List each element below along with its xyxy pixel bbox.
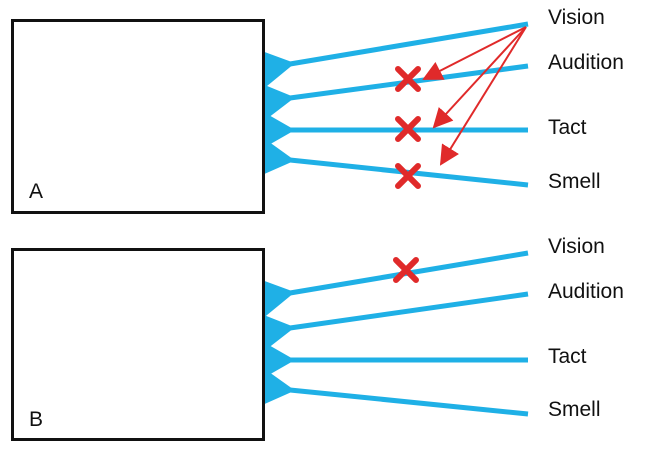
panel-b-sense-label-audition: Audition (548, 280, 624, 303)
vision-to-tact-arrow (432, 26, 527, 129)
panel-b-sense-label-tact: Tact (548, 345, 587, 368)
panel-b-sense-label-vision: Vision (548, 235, 605, 258)
panel-a-label: A (29, 180, 44, 203)
panel-a-frame: A (11, 19, 265, 214)
panel-b-audition-pathway (257, 291, 529, 353)
vision-to-audition-arrow (422, 26, 527, 80)
panel-b-label: B (29, 408, 44, 431)
panel-b-sense-label-smell: Smell (548, 398, 601, 421)
panel-a-sense-label-audition: Audition (548, 51, 624, 74)
panel-a-sense-label-tact: Tact (548, 116, 587, 139)
panel-b-frame: B (11, 248, 265, 441)
panel-b-pathways (257, 250, 529, 417)
vision-to-smell-arrow (439, 26, 527, 166)
panel-a-sense-label-vision: Vision (548, 6, 605, 29)
panel-a-vision-pathway (257, 21, 529, 89)
panel-a-sense-label-smell: Smell (548, 170, 601, 193)
panel-a-pathways (257, 21, 529, 188)
red-x-icon (398, 166, 418, 186)
panel-b-smell-pathway (258, 367, 529, 417)
panel-a-crossmodal-arrows (422, 26, 527, 166)
